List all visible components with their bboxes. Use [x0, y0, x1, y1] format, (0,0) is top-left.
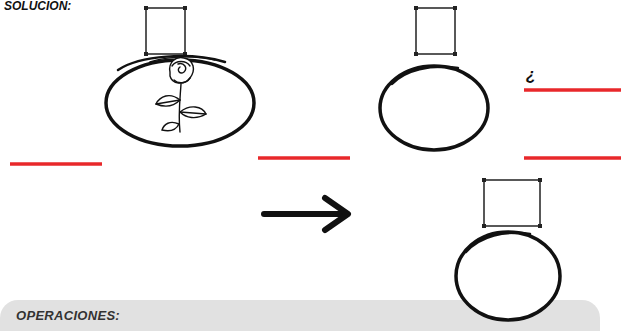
- answer-square: [484, 180, 540, 226]
- sketch-ellipse: [380, 66, 488, 150]
- question-mark: ¿: [526, 66, 536, 84]
- operations-band: OPERACIONES:: [0, 300, 600, 331]
- answer-square: [416, 8, 455, 54]
- transform-arrow: [264, 198, 348, 230]
- heading: SOLUCIÓN:: [4, 0, 71, 12]
- answer-line: [10, 90, 621, 164]
- answer-square: [146, 8, 185, 54]
- sketch-ellipse: [106, 56, 254, 146]
- rose-drawing: [156, 58, 206, 132]
- band-heading: OPERACIONES:: [16, 308, 120, 323]
